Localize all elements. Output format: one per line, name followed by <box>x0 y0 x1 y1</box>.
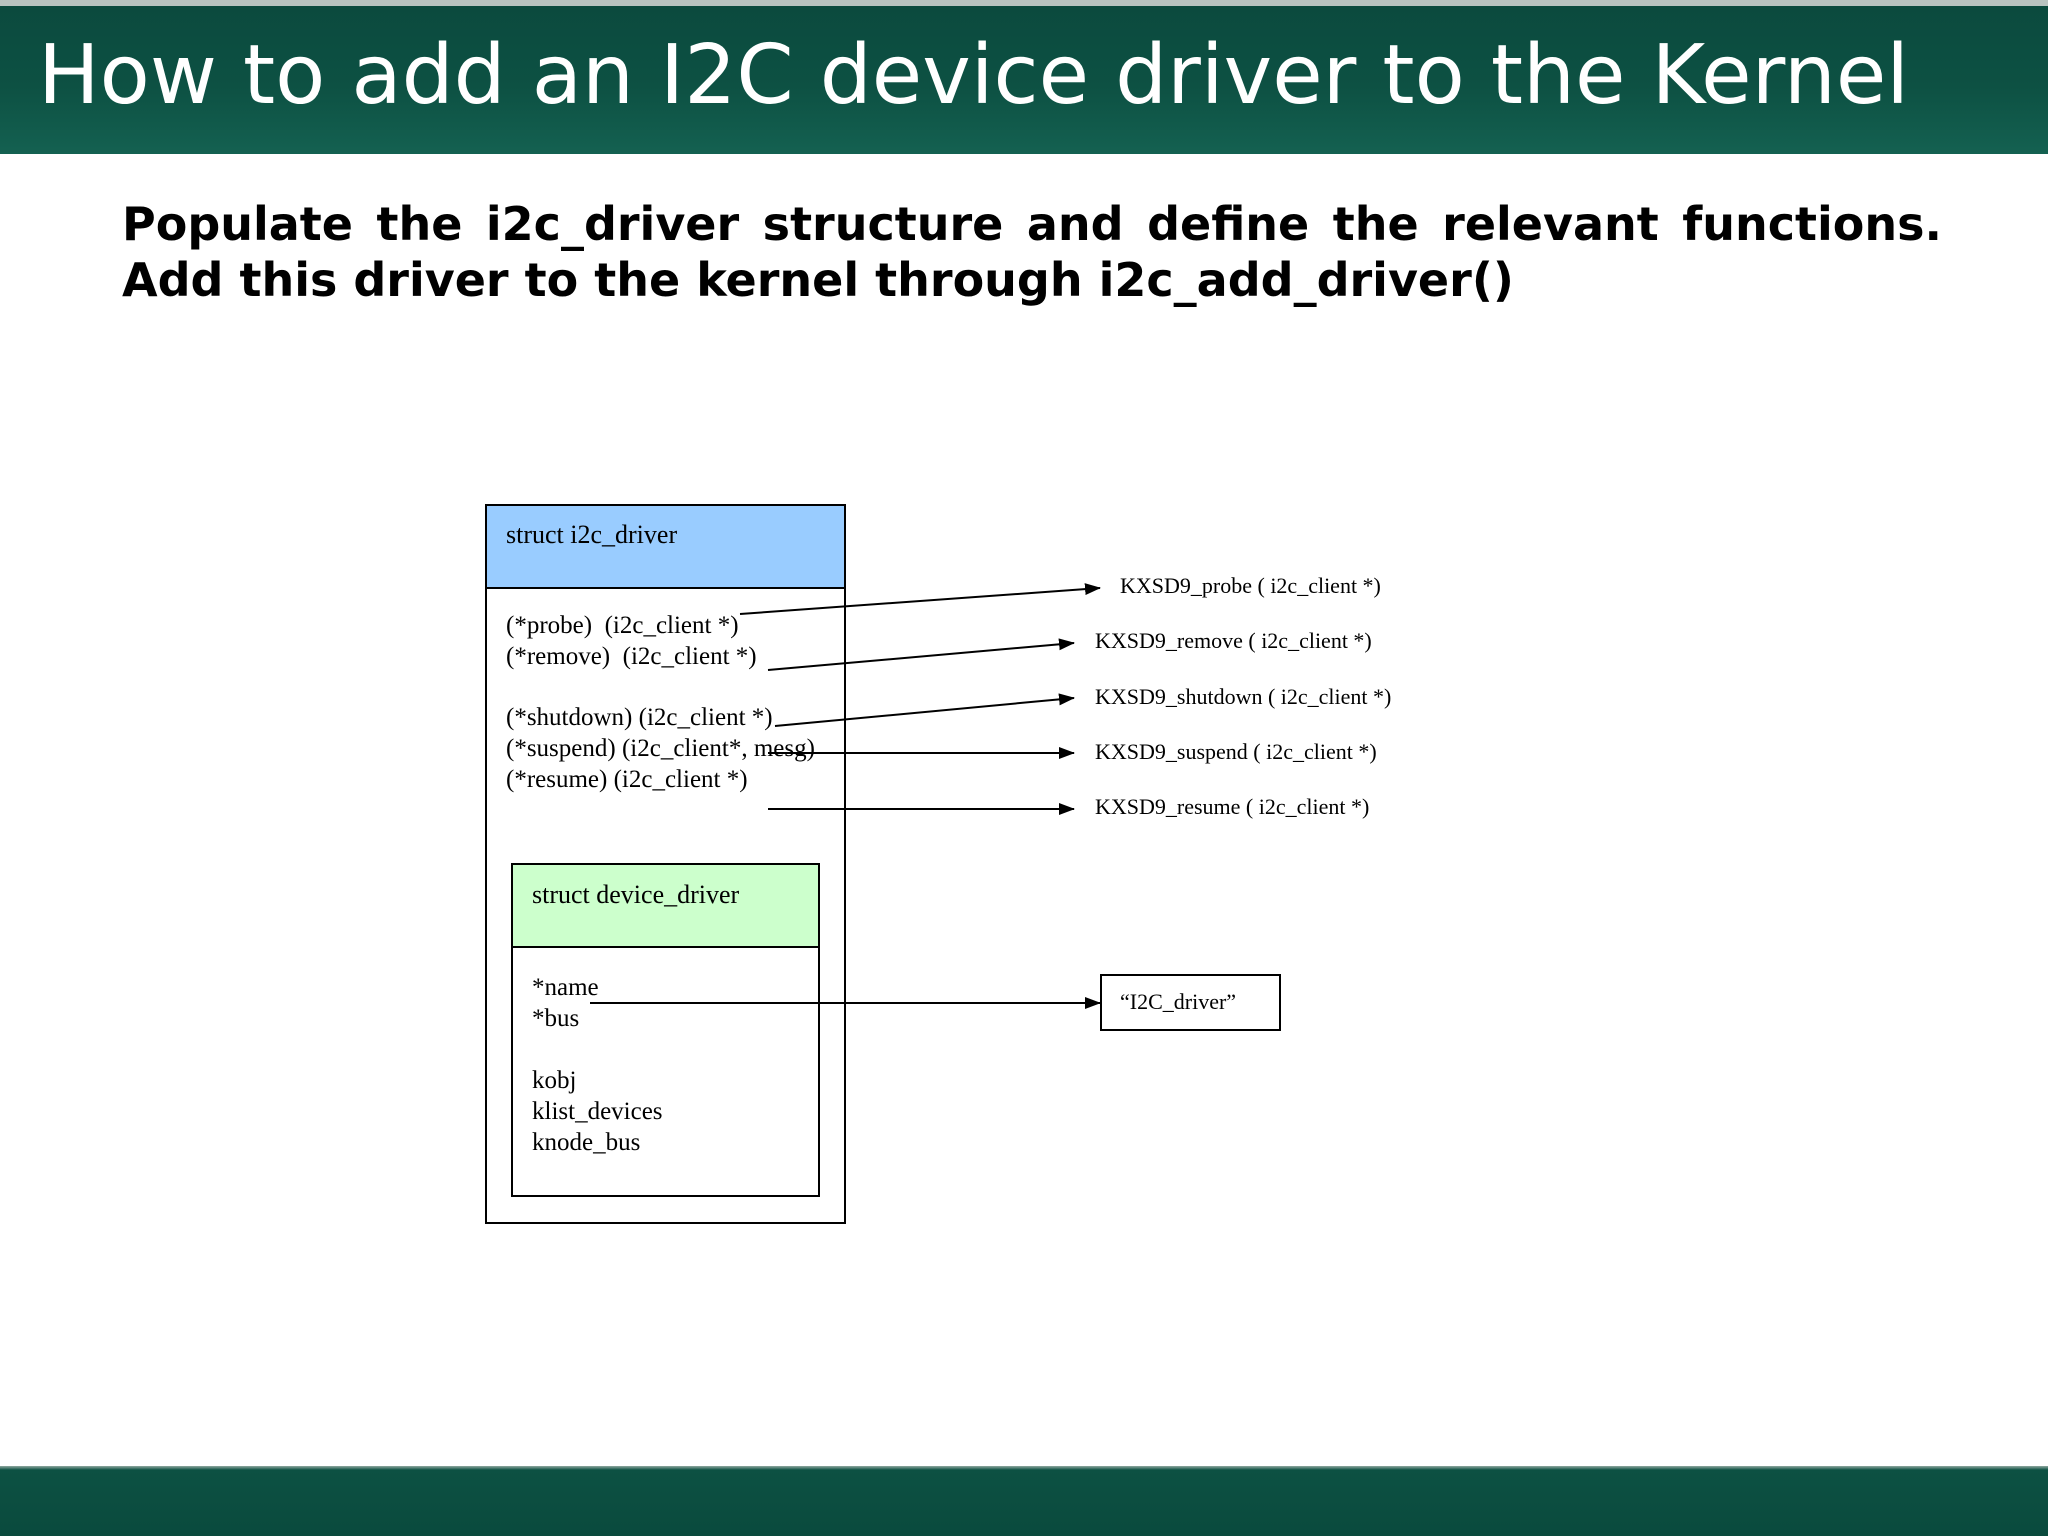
slide-title: How to add an I2C device driver to the K… <box>38 28 1910 123</box>
field-bus: *bus <box>532 1005 579 1032</box>
field-shutdown: (*shutdown) (i2c_client *) <box>506 704 773 731</box>
field-resume: (*resume) (i2c_client *) <box>506 766 748 793</box>
function-resume: KXSD9_resume ( i2c_client *) <box>1095 794 1369 819</box>
slide-subtitle: Populate the i2c_driver structure and de… <box>122 196 1942 308</box>
arrow-probe <box>739 583 1101 615</box>
field-kobj: kobj <box>532 1067 576 1094</box>
field-knode-bus: knode_bus <box>532 1129 640 1156</box>
subtitle-line-2: Add this driver to the kernel through i2… <box>122 253 1514 307</box>
function-remove: KXSD9_remove ( i2c_client *) <box>1095 628 1372 653</box>
function-shutdown: KXSD9_shutdown ( i2c_client *) <box>1095 684 1391 709</box>
name-value-label: “I2C_driver” <box>1120 989 1236 1014</box>
i2c-driver-header-label: struct i2c_driver <box>506 520 677 549</box>
device-driver-header <box>511 863 820 948</box>
field-klist-devices: klist_devices <box>532 1098 663 1125</box>
arrow-remove <box>767 638 1075 671</box>
subtitle-line-1: Populate the i2c_driver structure and de… <box>122 197 1942 251</box>
title-bar <box>0 6 2048 154</box>
function-probe: KXSD9_probe ( i2c_client *) <box>1120 573 1381 598</box>
field-suspend: (*suspend) (i2c_client*, mesg) <box>506 735 815 762</box>
function-suspend: KXSD9_suspend ( i2c_client *) <box>1095 739 1377 764</box>
name-value-box <box>1100 974 1281 1031</box>
footer-bar <box>0 1466 2048 1536</box>
arrow-shutdown <box>774 693 1075 727</box>
i2c-driver-header <box>485 504 846 589</box>
field-probe: (*probe) (i2c_client *) <box>506 612 739 639</box>
device-driver-header-label: struct device_driver <box>532 880 740 909</box>
top-rule <box>0 0 2048 6</box>
field-remove: (*remove) (i2c_client *) <box>506 643 757 670</box>
field-name: *name <box>532 974 599 1001</box>
